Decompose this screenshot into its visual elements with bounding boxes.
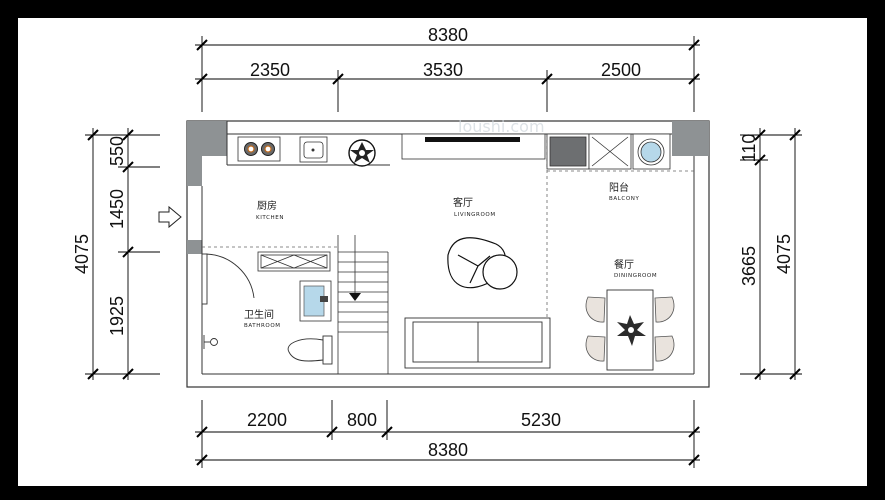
diningroom-label: 餐厅 xyxy=(614,258,634,271)
left-dimension-3: 1925 xyxy=(107,296,127,336)
bottom-dimension-3: 5230 xyxy=(521,410,561,430)
dining-table xyxy=(585,289,675,371)
kitchen-sink-icon xyxy=(299,136,328,163)
balcony-label: 阳台 xyxy=(609,181,629,194)
bottom-dimension-2: 800 xyxy=(347,410,377,430)
left-dimension-1: 550 xyxy=(107,136,127,166)
wardrobe xyxy=(257,251,331,272)
sofa xyxy=(404,317,551,369)
stair-direction-arrow-icon xyxy=(349,293,361,301)
tv-cabinet xyxy=(401,133,546,160)
bathroom-label: 卫生间 xyxy=(244,308,274,321)
bathroom-label-en: BATHROOM xyxy=(244,323,281,329)
stove-icon xyxy=(237,136,281,162)
bathroom-door xyxy=(201,253,255,305)
right-dimension-1: 110 xyxy=(739,134,759,163)
wash-basin-icon xyxy=(299,280,332,322)
diningroom-label-en: DININGROOM xyxy=(614,273,657,279)
left-dimension-2: 1450 xyxy=(107,189,127,229)
top-dimension-lines xyxy=(195,36,700,112)
livingroom-label: 客厅 xyxy=(453,196,473,209)
watermark: loushi.com xyxy=(458,117,545,136)
kitchen-label: 厨房 xyxy=(257,199,277,212)
entrance-arrow-icon xyxy=(158,186,188,240)
bottom-dimension-lines xyxy=(195,400,700,468)
balcony-label-en: BALCONY xyxy=(609,196,639,202)
top-total-dimension: 8380 xyxy=(428,25,468,45)
bottom-dimension-1: 2200 xyxy=(247,410,287,430)
top-dimension-1: 2350 xyxy=(250,60,290,80)
balcony-appliances xyxy=(546,133,671,170)
livingroom-label-en: LIVINGROOM xyxy=(454,212,496,218)
left-total-dimension: 4075 xyxy=(72,234,92,274)
right-dimension-2: 3665 xyxy=(739,246,759,286)
bottom-total-dimension: 8380 xyxy=(428,440,468,460)
coffee-table-icon xyxy=(447,237,518,290)
top-dimension-3: 2500 xyxy=(601,60,641,80)
plant-icon xyxy=(348,139,376,167)
floor-drain-icon xyxy=(203,335,218,349)
left-dimension-lines xyxy=(85,128,160,380)
right-dimension-lines xyxy=(740,128,802,380)
staircase xyxy=(337,235,389,374)
kitchen-label-en: KITCHEN xyxy=(256,215,284,221)
toilet-icon xyxy=(287,335,333,365)
top-dimension-2: 3530 xyxy=(423,60,463,80)
right-total-dimension: 4075 xyxy=(774,234,794,274)
